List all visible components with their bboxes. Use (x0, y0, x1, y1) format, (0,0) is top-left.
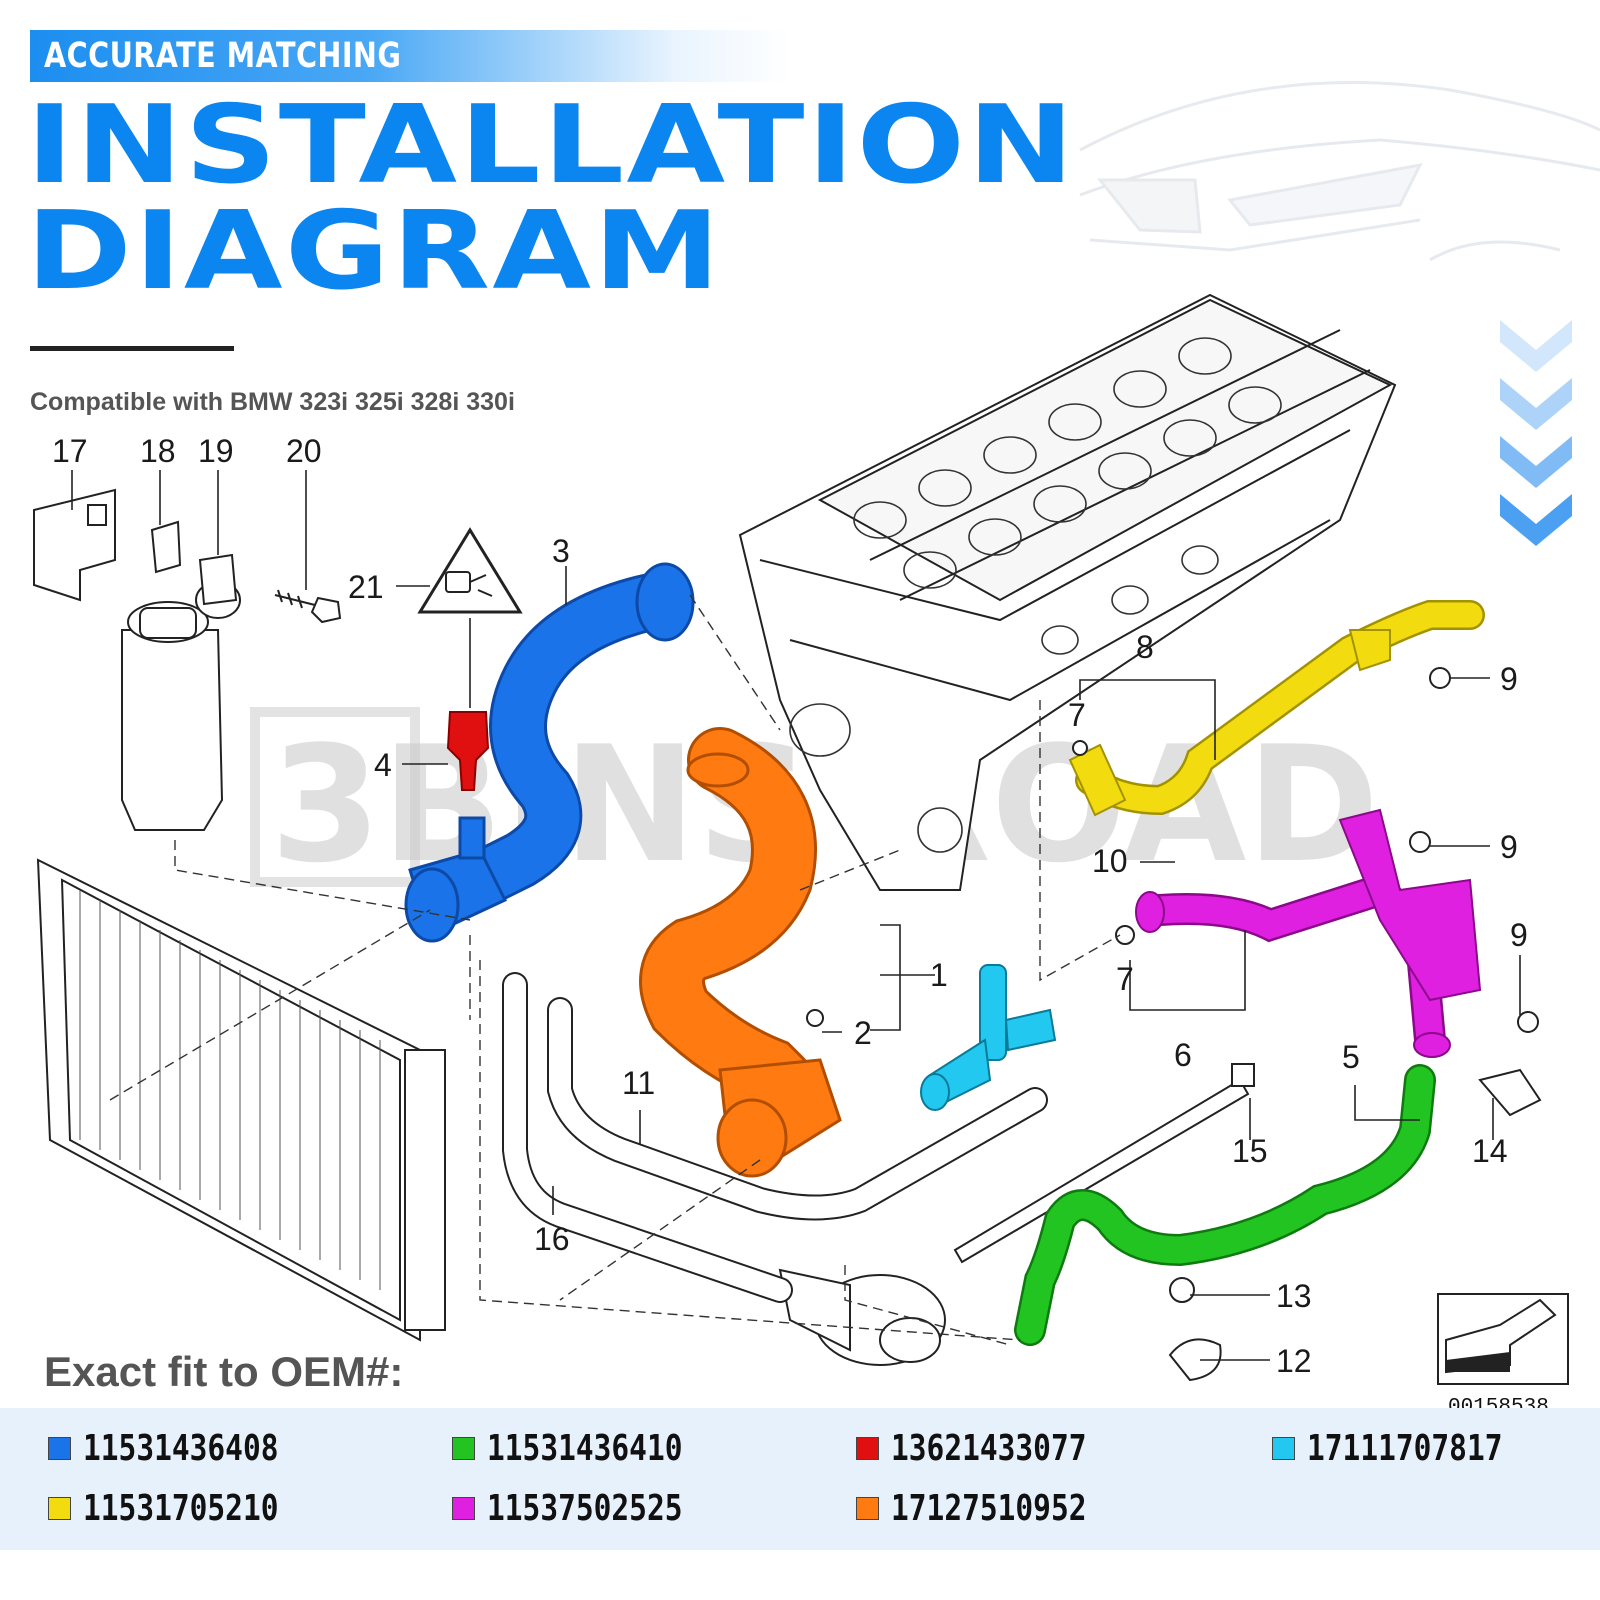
oem-item-blue: 11531436408 (48, 1428, 321, 1469)
engine-block (738, 293, 1397, 891)
title-line-1: INSTALLATION (26, 83, 1077, 208)
oem-number: 11531436410 (487, 1428, 683, 1469)
callout-20: 20 (286, 433, 322, 469)
blue-hose-3 (404, 562, 695, 943)
radiator (36, 858, 446, 1342)
callout-1: 1 (930, 957, 948, 993)
oem-item-green: 11531436410 (452, 1428, 725, 1469)
callout-2: 2 (854, 1015, 872, 1051)
car-silhouette (1079, 81, 1600, 262)
callout-6: 6 (1174, 1037, 1192, 1073)
swatch-magenta (452, 1497, 475, 1520)
oem-item-magenta: 11537502525 (452, 1488, 725, 1529)
red-sensor-4 (446, 711, 490, 791)
callout-11: 11 (622, 1065, 655, 1101)
leader-lines (71, 470, 1521, 1361)
warning-icon (417, 527, 523, 614)
banner: ACCURATE MATCHING (30, 30, 790, 82)
oem-item-yellow: 11531705210 (48, 1488, 321, 1529)
swatch-blue (48, 1437, 71, 1460)
oem-item-red: 13621433077 (856, 1428, 1129, 1469)
chevron-down-icon (1500, 320, 1572, 546)
swatch-cyan (1272, 1437, 1295, 1460)
callout-5: 5 (1342, 1039, 1360, 1075)
oem-item-cyan: 17111707817 (1272, 1428, 1545, 1469)
swatch-orange (856, 1497, 879, 1520)
callout-4: 4 (374, 747, 392, 783)
callout-16: 16 (534, 1221, 570, 1257)
swatch-green (452, 1437, 475, 1460)
callout-21: 21 (348, 569, 384, 605)
callout-9-low: 9 (1510, 917, 1528, 953)
callout-15: 15 (1232, 1133, 1268, 1169)
oem-number: 11531436408 (83, 1428, 279, 1469)
callout-7-top: 7 (1068, 697, 1086, 733)
callout-19: 19 (198, 433, 234, 469)
oem-number: 17127510952 (891, 1488, 1087, 1529)
title-line-2: DIAGRAM (26, 189, 723, 314)
water-pump (778, 1268, 946, 1366)
swatch-red (856, 1437, 879, 1460)
clip-18 (150, 520, 182, 574)
screw-20 (274, 589, 342, 624)
callout-17: 17 (52, 433, 88, 469)
divider (30, 346, 234, 351)
dashed-guides (109, 594, 1121, 1346)
compatibility-text: Compatible with BMW 323i 325i 328i 330i (30, 388, 515, 416)
callout-12: 12 (1276, 1343, 1312, 1379)
oem-item-orange: 17127510952 (856, 1488, 1129, 1529)
callout-9-mid: 9 (1500, 829, 1518, 865)
hose-16-fill (504, 974, 791, 1301)
callout-9-top: 9 (1500, 661, 1518, 697)
bolt-icons (806, 667, 1542, 1382)
sensor-19 (195, 553, 241, 619)
oem-number: 17111707817 (1307, 1428, 1503, 1469)
oem-heading: Exact fit to OEM#: (44, 1348, 404, 1395)
callout-10: 10 (1092, 843, 1128, 879)
callout-3: 3 (552, 533, 570, 569)
callout-8: 8 (1136, 629, 1154, 665)
expansion-tank (121, 601, 224, 831)
oem-number: 11537502525 (487, 1488, 683, 1529)
callout-18: 18 (140, 433, 176, 469)
oem-legend: 11531436408 11531436410 13621433077 1711… (0, 1408, 1600, 1550)
hose-11-fill (549, 999, 1046, 1219)
callout-14: 14 (1472, 1133, 1508, 1169)
magenta-pipe-6 (1135, 808, 1482, 1058)
orange-hose-1 (639, 727, 842, 1178)
cable-tie-15 (953, 1063, 1255, 1264)
callout-7-low: 7 (1116, 961, 1134, 997)
oem-number: 11531705210 (83, 1488, 279, 1529)
green-hose-5 (1014, 1064, 1436, 1346)
swatch-yellow (48, 1497, 71, 1520)
yellow-pipe-8 (1068, 600, 1485, 817)
oem-number: 13621433077 (891, 1428, 1087, 1469)
banner-text: ACCURATE MATCHING (44, 36, 402, 76)
diagram-code-box: 00158538 (1437, 1293, 1569, 1419)
callout-labels: 17 18 19 20 21 3 4 8 7 9 9 10 9 7 1 2 6 … (52, 433, 1528, 1379)
bracket-17 (33, 488, 116, 602)
cyan-fitting (920, 964, 1057, 1111)
callout-13: 13 (1276, 1278, 1312, 1314)
